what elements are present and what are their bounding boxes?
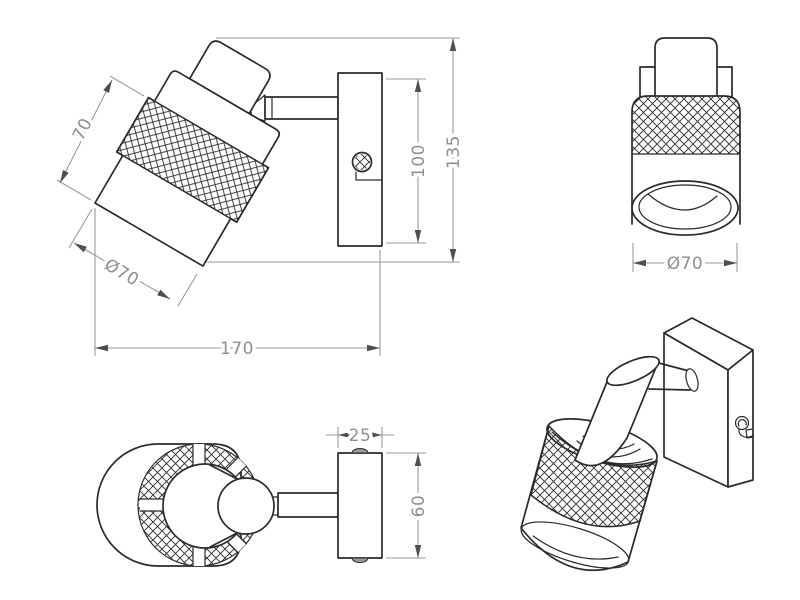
dim-front-backplate-height: 100 bbox=[409, 144, 429, 178]
front-knurled-band bbox=[115, 96, 270, 223]
persp-screw bbox=[734, 415, 753, 438]
front-arm bbox=[249, 94, 339, 122]
dim-head-shade-diameter: Ø70 bbox=[667, 254, 704, 274]
head-face-view: Ø70 bbox=[631, 37, 741, 278]
persp-backplate-box bbox=[663, 317, 754, 488]
head-dimensions: Ø70 bbox=[632, 243, 738, 278]
front-socket-holder bbox=[188, 40, 271, 115]
top-view: 25 60 bbox=[96, 423, 433, 567]
perspective-view bbox=[520, 317, 754, 572]
top-dimensions: 25 60 bbox=[326, 423, 433, 559]
head-socket-cylinder bbox=[654, 37, 718, 111]
dim-front-overall-height: 135 bbox=[444, 135, 464, 169]
head-reflector-arc bbox=[647, 193, 718, 211]
top-arm bbox=[277, 492, 339, 518]
front-lamp-head bbox=[94, 40, 281, 267]
top-backplate bbox=[337, 452, 383, 559]
dim-top-backplate-width: 25 bbox=[349, 426, 372, 446]
head-inner-rim bbox=[638, 184, 732, 230]
front-view: 70 Ø70 170 100 135 bbox=[56, 37, 468, 363]
top-ball-joint bbox=[217, 477, 275, 535]
dim-top-backplate-depth: 60 bbox=[409, 495, 429, 518]
front-screw bbox=[351, 151, 383, 181]
persp-shade-rim bbox=[520, 521, 630, 569]
head-knurled-band bbox=[632, 96, 740, 154]
persp-arm-boss bbox=[685, 368, 699, 392]
head-shade-rim bbox=[631, 180, 739, 236]
persp-arm bbox=[648, 361, 691, 391]
dim-front-shade-diameter: Ø70 bbox=[101, 255, 143, 291]
dim-front-overall-width: 170 bbox=[220, 339, 254, 359]
top-screw-bump-upper bbox=[351, 448, 369, 454]
top-screw-bump-lower bbox=[351, 557, 369, 563]
